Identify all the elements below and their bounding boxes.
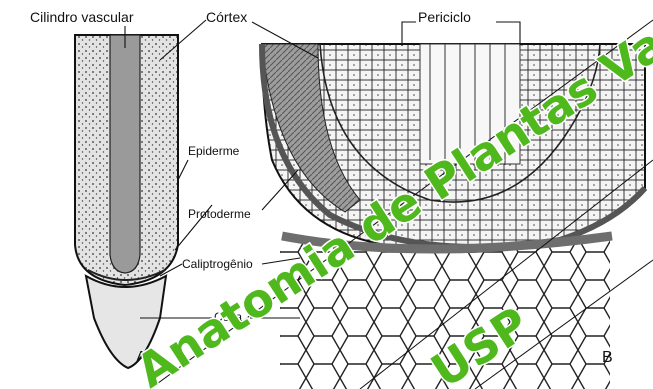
label-caliptrogenio: Caliptrogênio xyxy=(182,257,253,271)
label-cortex: Córtex xyxy=(206,9,247,25)
label-protoderme: Protoderme xyxy=(188,207,251,221)
cilindro-vascular-shape xyxy=(110,35,140,273)
panel-b-letter: B xyxy=(602,349,613,366)
leader-epiderme xyxy=(178,160,188,180)
label-epiderme: Epiderme xyxy=(188,144,240,158)
label-cilindro-vascular: Cilindro vascular xyxy=(30,9,134,25)
leader-periciclo xyxy=(402,22,520,46)
label-periciclo: Periciclo xyxy=(418,9,471,25)
